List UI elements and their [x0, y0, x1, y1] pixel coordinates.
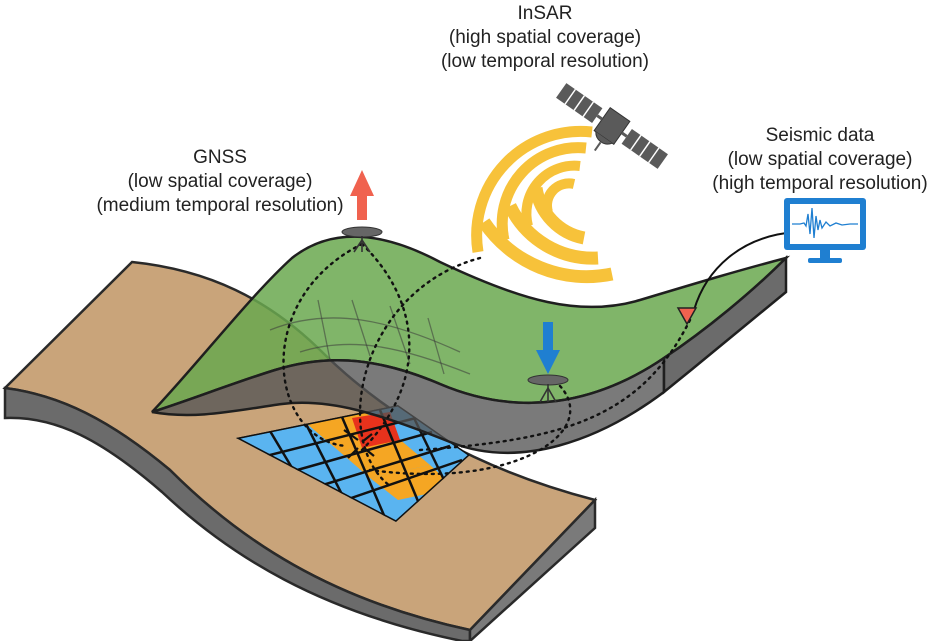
- crust-right-face: [468, 496, 597, 641]
- gnss-station-uplift: [341, 170, 383, 253]
- insar-temporal-resolution: (low temporal resolution): [440, 51, 650, 72]
- gnss-antenna-icon: [341, 226, 383, 238]
- satellite-icon: [556, 83, 668, 169]
- gnss-title: GNSS: [193, 147, 247, 168]
- gnss-antenna-icon: [527, 374, 569, 386]
- gnss-spatial-coverage: (low spatial coverage): [127, 171, 313, 192]
- seismic-spatial-coverage: (low spatial coverage): [727, 149, 913, 170]
- gnss-temporal-resolution: (medium temporal resolution): [96, 195, 344, 216]
- crust-front-face: [3, 386, 472, 641]
- seismogram-trace: [792, 207, 858, 239]
- seismic-title: Seismic data: [765, 125, 875, 146]
- insar-spatial-coverage: (high spatial coverage): [448, 27, 642, 48]
- seismic-temporal-resolution: (high temporal resolution): [712, 173, 928, 194]
- insar-title: InSAR: [517, 3, 573, 24]
- subsidence-arrow-icon: [536, 322, 560, 374]
- observation-paths: [282, 242, 692, 488]
- gnss-station-subsidence: [527, 322, 569, 403]
- uplift-arrow-icon: [350, 170, 374, 220]
- seismic-link-line: [693, 231, 797, 311]
- radar-signal-waves: [471, 125, 593, 253]
- seismic-label: Seismic data (low spatial coverage) (hig…: [700, 124, 940, 196]
- seismograph-monitor-icon: [784, 198, 866, 263]
- gnss-label: GNSS (low spatial coverage) (medium temp…: [70, 146, 370, 218]
- radar-signal-arcs: [478, 186, 614, 284]
- ground-surface: [151, 235, 791, 454]
- insar-label: InSAR (high spatial coverage) (low tempo…: [420, 2, 670, 74]
- surface-right-face: [662, 254, 788, 395]
- seismic-station-icon: [676, 307, 698, 326]
